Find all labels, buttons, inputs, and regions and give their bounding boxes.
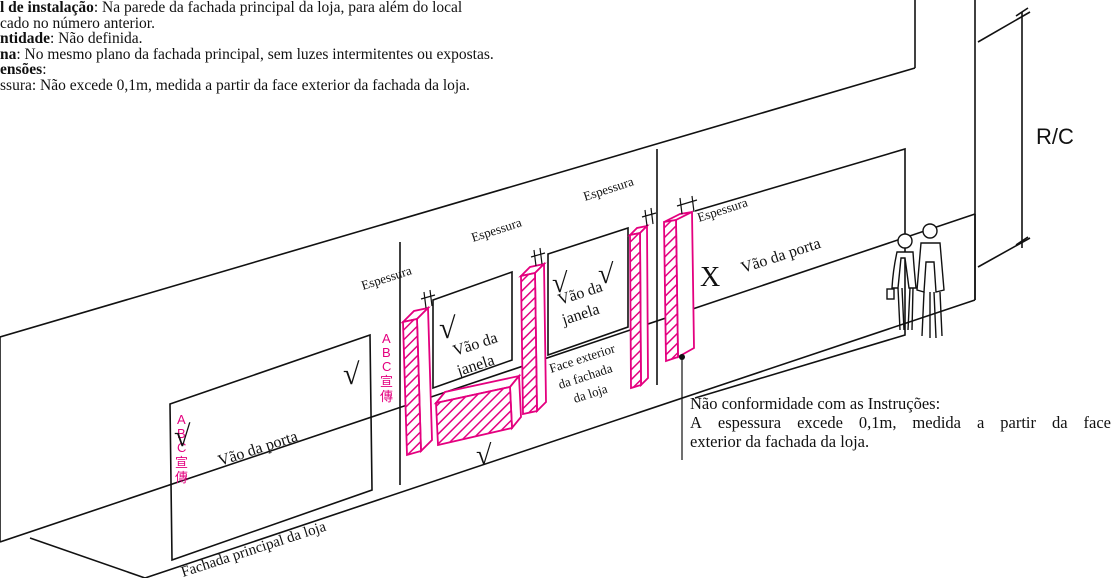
espessura-label-4: Espessura <box>695 194 749 224</box>
sign-char: 傳 <box>380 389 393 404</box>
sign-char: B <box>177 426 186 441</box>
sign-char: C <box>382 359 391 374</box>
note-word: A <box>690 413 702 432</box>
sign-vertical-middle <box>518 261 547 416</box>
cross-mark: X <box>700 262 720 293</box>
note-word: da <box>1051 413 1068 432</box>
sign-horizontal-bottom <box>433 373 522 447</box>
compliance-marks: √ √ √ √ √ √ X <box>174 259 720 471</box>
sign-text-group: A B C 宣 傳 A B C 宣 傳 <box>175 331 393 485</box>
sign-text-left: A B C 宣 傳 <box>175 412 188 485</box>
sign-char: 傳 <box>175 470 188 485</box>
check-mark: √ <box>598 259 614 290</box>
specification-text: l de instalação: Na parede da fachada pr… <box>0 0 494 93</box>
check-mark: √ <box>343 358 360 391</box>
sign-char: 宣 <box>380 374 393 389</box>
note-word: excede <box>797 413 843 432</box>
note-title: Não conformidade com as Instruções: <box>690 394 941 413</box>
floor-label-rc: R/C <box>1036 124 1074 149</box>
sign-vertical-left <box>400 305 433 457</box>
espessura-label-2: Espessura <box>469 214 523 244</box>
window-1-label-a: Vão da <box>451 329 500 359</box>
note-word: 0,1m, <box>858 413 897 432</box>
spec-line-location-cont: cado no número anterior. <box>0 14 155 32</box>
facade-label: Fachada principal da loja <box>179 519 328 578</box>
espessura-label-3: Espessura <box>581 173 635 203</box>
building-outline <box>0 0 1031 578</box>
sign-vertical-right-1 <box>627 223 650 390</box>
spec-line-location: l de instalação: Na parede da fachada pr… <box>0 0 463 16</box>
note-leader <box>679 354 685 460</box>
spec-line-dimensions: ensões: <box>0 61 47 78</box>
sign-char: C <box>177 440 186 455</box>
check-mark: √ <box>174 420 191 453</box>
sign-vertical-right-thick <box>663 210 695 363</box>
signs-group <box>400 210 695 457</box>
check-mark: √ <box>552 268 568 299</box>
thickness-ticks <box>420 195 698 309</box>
note-word: partir <box>1000 413 1036 432</box>
spec-line-thickness: ssura: Não excede 0,1m, medida a partir … <box>0 76 470 94</box>
note-word: espessura <box>717 413 782 432</box>
note-line-3: exterior da fachada da loja. <box>690 432 870 451</box>
door-left-label: Vão da porta <box>216 428 300 470</box>
non-conformity-note: Não conformidade com as Instruções: A es… <box>690 394 1116 451</box>
spec-line-form: na: No mesmo plano da fachada principal,… <box>0 45 494 63</box>
sign-char: 宣 <box>175 455 188 470</box>
espessura-label-1: Espessura <box>359 262 413 292</box>
note-word: face <box>1083 413 1111 432</box>
spec-line-quantity: ntidade: Não definida. <box>0 30 143 47</box>
sign-text-middle: A B C 宣 傳 <box>380 331 393 404</box>
note-line-2: A espessura excede 0,1m, medida a partir… <box>690 413 1111 432</box>
note-word: medida <box>912 413 961 432</box>
sign-char: A <box>382 331 391 346</box>
door-right-label: Vão da porta <box>739 235 823 277</box>
sign-char: A <box>177 412 186 427</box>
check-mark: √ <box>476 440 492 471</box>
pedestrians-figure <box>886 223 945 339</box>
note-word: a <box>976 413 985 432</box>
sign-char: B <box>382 345 391 360</box>
check-mark: √ <box>439 312 456 345</box>
